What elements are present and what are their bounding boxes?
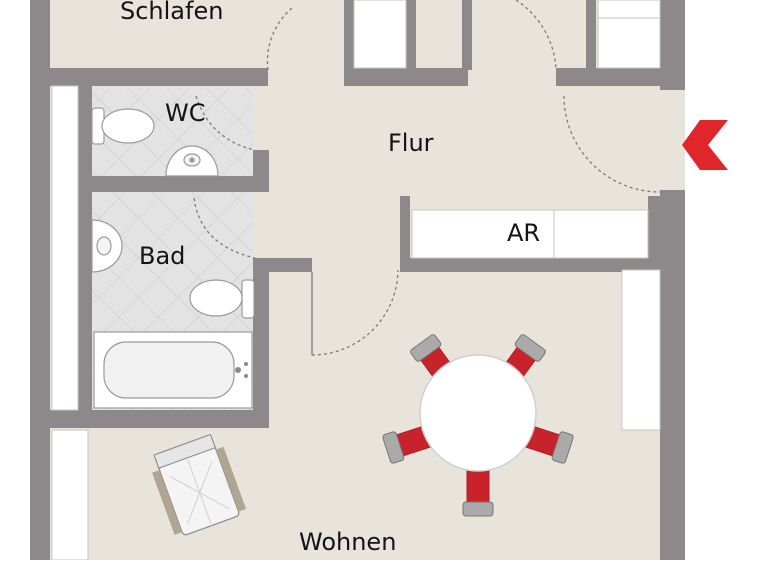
room-label-flur: Flur (388, 129, 434, 157)
bathtub-icon (93, 331, 253, 409)
toilet-icon (91, 107, 155, 145)
armchair-icon (152, 433, 247, 536)
dining-table (419, 354, 537, 472)
toilet-icon (189, 279, 255, 319)
sink-icon (165, 145, 219, 177)
door-swings (193, 0, 661, 356)
room-label-wc: WC (165, 99, 206, 127)
sink-icon (91, 219, 123, 273)
entrance-arrow-icon[interactable] (682, 120, 730, 170)
dining-table-icon (382, 334, 574, 517)
built-ins (51, 0, 661, 561)
room-label-schlafen: Schlafen (120, 0, 224, 25)
walls (30, 0, 685, 560)
room-label-ar: AR (507, 219, 541, 247)
room-label-wohnen: Wohnen (299, 528, 397, 556)
room-label-bad: Bad (139, 242, 186, 270)
entrance-arrow-shape (682, 120, 728, 170)
